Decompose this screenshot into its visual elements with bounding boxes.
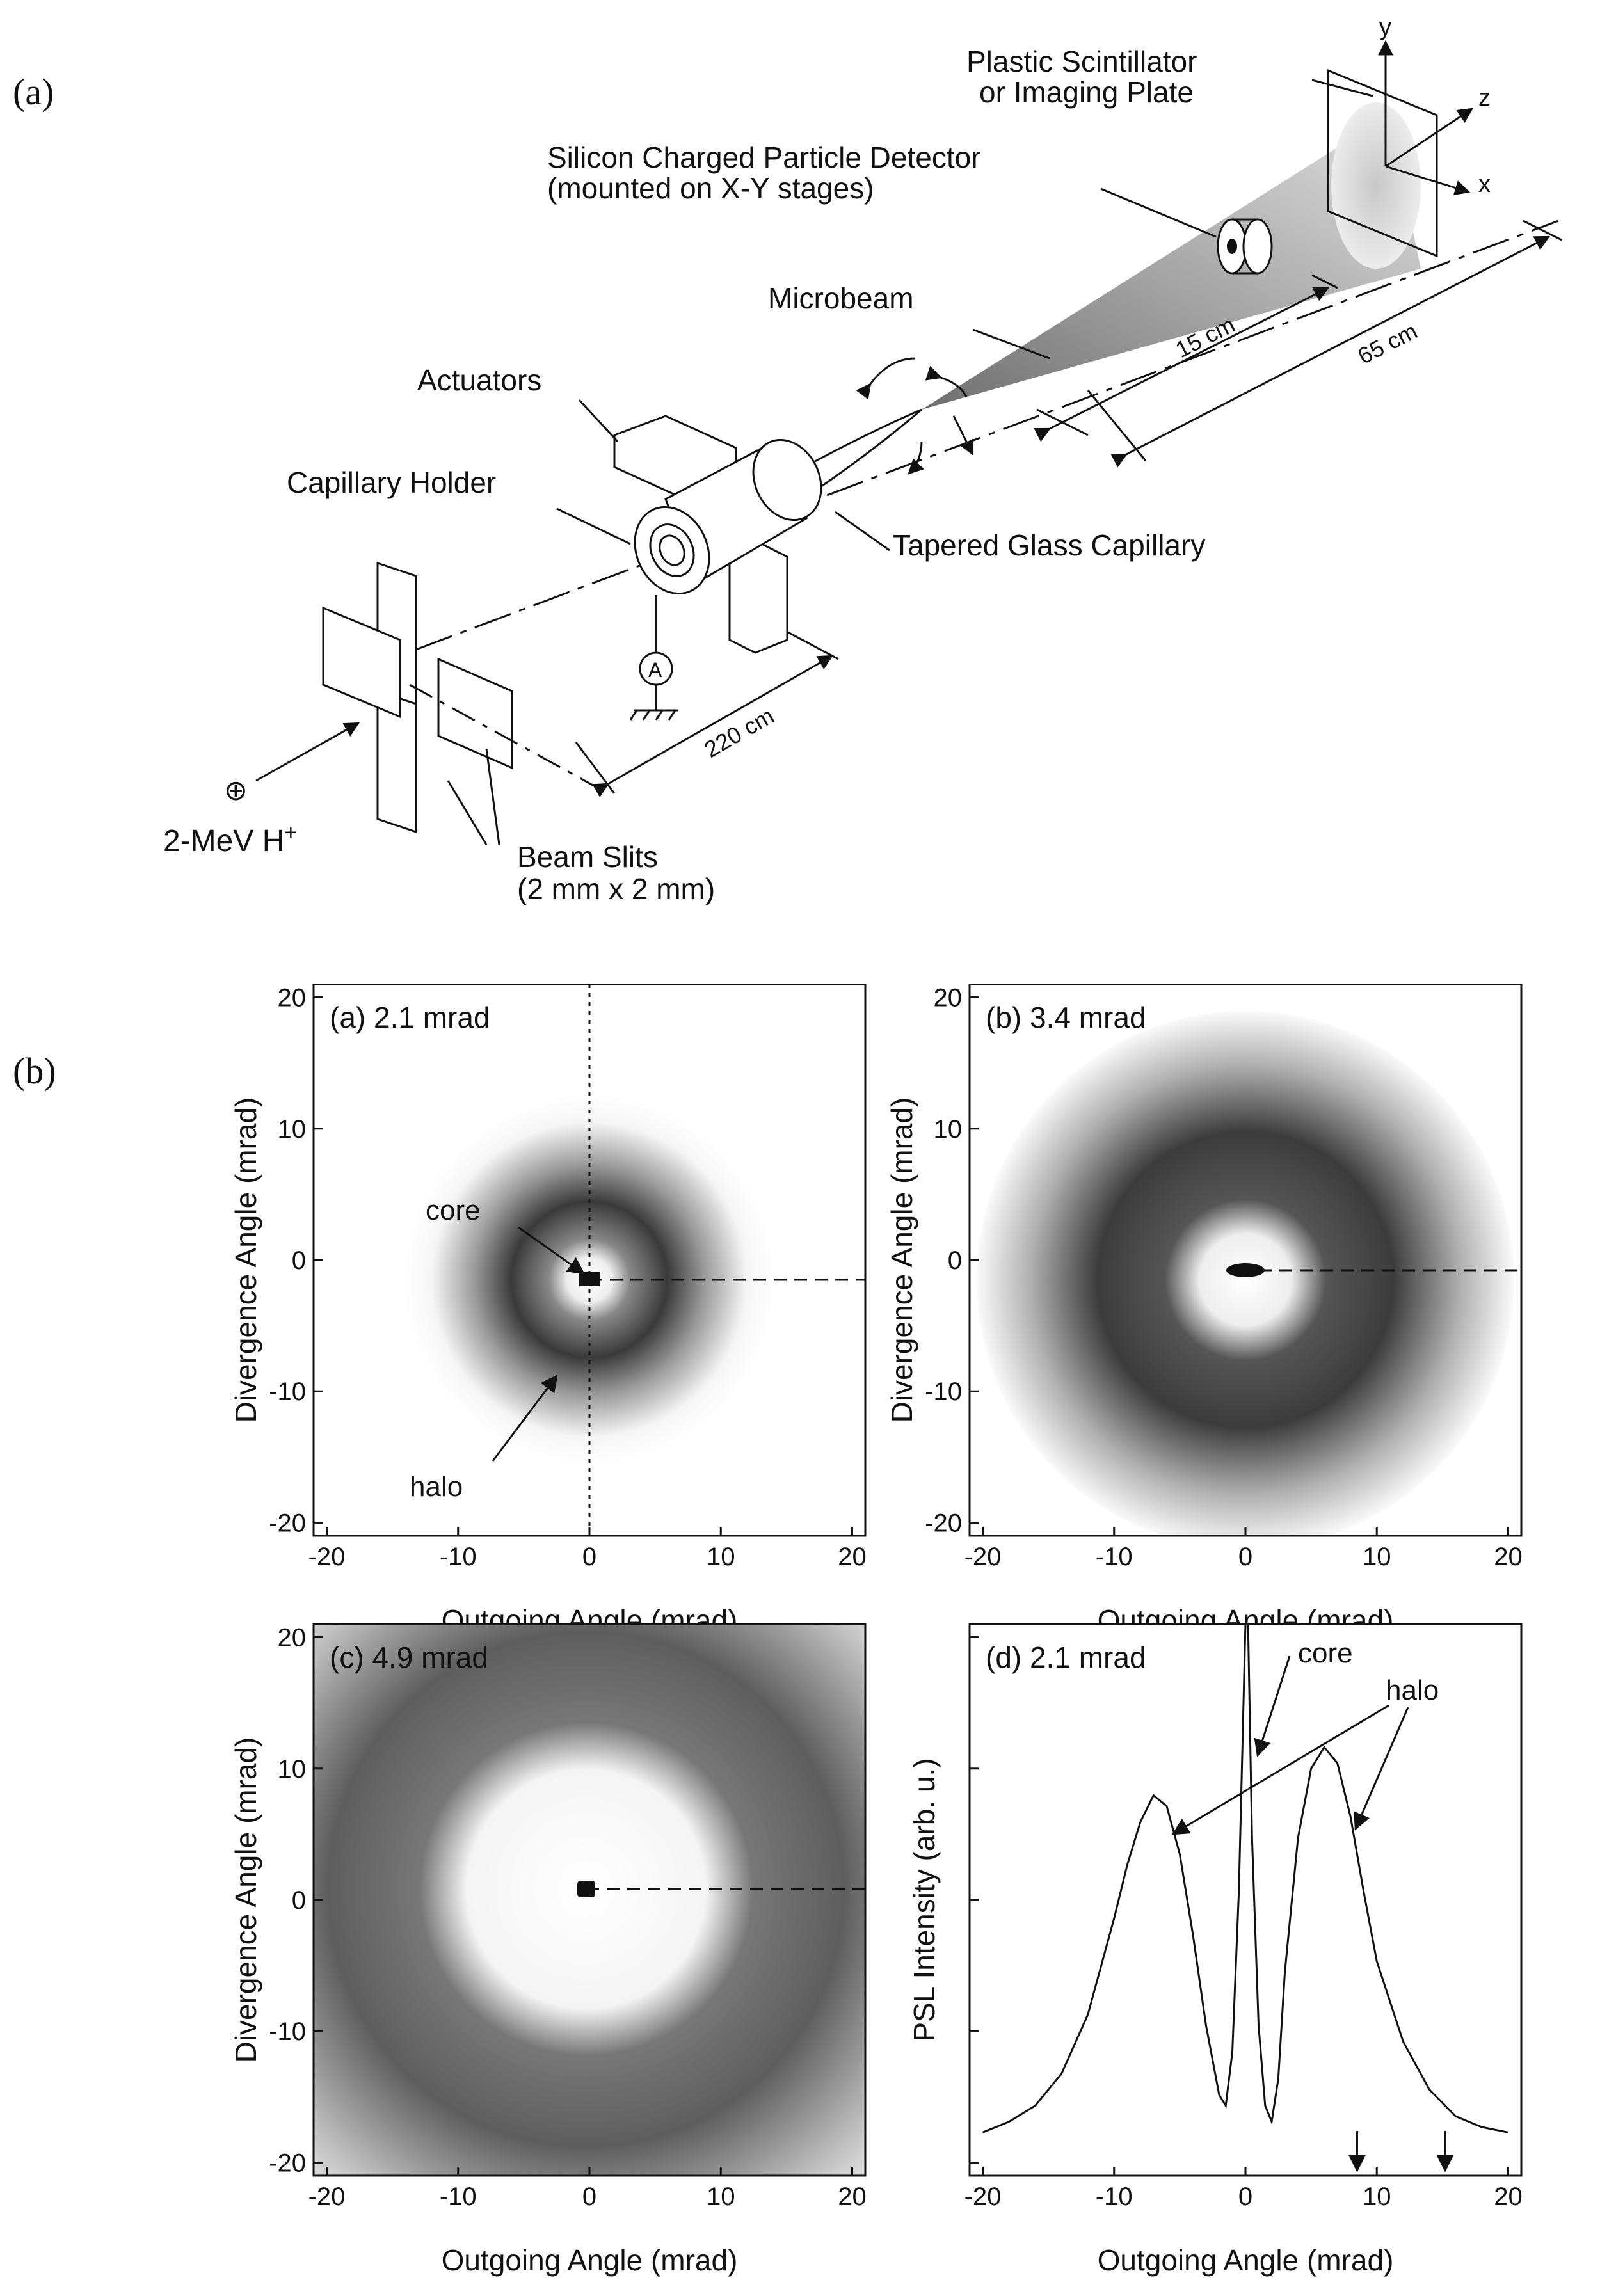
plus-symbol: ⊕ bbox=[224, 775, 248, 806]
x-tick-label-c: 0 bbox=[582, 2183, 596, 2211]
plot-a-ylabel: Divergence Angle (mrad) bbox=[229, 1097, 262, 1423]
x-tick-label-a: -20 bbox=[308, 1543, 346, 1571]
core-arrow-a bbox=[518, 1226, 586, 1275]
x-tick-label-b: 0 bbox=[1238, 1543, 1252, 1571]
x-tick-label-a: -10 bbox=[440, 1543, 477, 1571]
x-tick-label-d: 0 bbox=[1238, 2183, 1252, 2211]
x-tick-label-a: 10 bbox=[707, 1543, 735, 1571]
beam-label: 2-MeV H+ bbox=[163, 820, 297, 858]
x-tick-label-d: 10 bbox=[1363, 2183, 1391, 2211]
y-tick-label-a: 0 bbox=[292, 1247, 306, 1275]
y-tick-label-b: 20 bbox=[934, 984, 963, 1012]
ammeter-label: A bbox=[648, 658, 662, 682]
beam-slits bbox=[322, 561, 513, 834]
x-tick-label-b: 10 bbox=[1363, 1543, 1391, 1571]
plot-d-xlabel: Outgoing Angle (mrad) bbox=[1098, 2244, 1394, 2277]
plot-c-title: (c) 4.9 mrad bbox=[330, 1641, 488, 1674]
beam-spot bbox=[1331, 102, 1421, 269]
dimension-220cm: 220 cm bbox=[700, 702, 779, 763]
core-arrow-d bbox=[1254, 1655, 1291, 1757]
y-tick-label-b: 0 bbox=[948, 1247, 962, 1275]
beam-profile-plots: (a) 2.1 mrad core halo Outgoing Angle (m… bbox=[229, 984, 1523, 2277]
actuators-label: Actuators bbox=[417, 363, 541, 397]
halo-arrow-d-left bbox=[1171, 1704, 1389, 1835]
y-tick-label-a: -10 bbox=[269, 1378, 306, 1406]
x-tick-label-b: 20 bbox=[1494, 1543, 1523, 1571]
x-tick-label-c: -10 bbox=[440, 2183, 477, 2211]
core-label-a: core bbox=[426, 1195, 481, 1226]
x-tick-label-a: 0 bbox=[582, 1543, 596, 1571]
plot-d-title: (d) 2.1 mrad bbox=[986, 1641, 1146, 1674]
plot-d-ylabel: PSL Intensity (arb. u.) bbox=[908, 1758, 941, 2041]
tapered-capillary-label: Tapered Glass Capillary bbox=[893, 529, 1205, 562]
halo-label-d: halo bbox=[1386, 1675, 1439, 1706]
plot-a-2-1-mrad: (a) 2.1 mrad core halo Outgoing Angle (m… bbox=[229, 984, 867, 1637]
plot-a-title: (a) 2.1 mrad bbox=[330, 1001, 490, 1034]
y-tick-label-b: -20 bbox=[925, 1509, 962, 1537]
y-tick-label-a: 20 bbox=[278, 984, 307, 1012]
plot-c-ylabel: Divergence Angle (mrad) bbox=[229, 1737, 262, 2063]
x-tick-label-a: 20 bbox=[838, 1543, 867, 1571]
halo-arrow-a bbox=[492, 1374, 558, 1462]
scintillator-label-2: or Imaging Plate bbox=[979, 76, 1194, 109]
microbeam-label: Microbeam bbox=[768, 282, 914, 315]
panel-a-label: (a) bbox=[13, 71, 54, 113]
experimental-setup-diagram: y z x 15 cm 65 cm 220 cm bbox=[163, 14, 1562, 905]
axis-z-label: z bbox=[1478, 84, 1491, 111]
y-tick-label-b: -10 bbox=[925, 1378, 962, 1406]
plot-b-3-4-mrad: (b) 3.4 mrad Outgoing Angle (mrad) Diver… bbox=[885, 984, 1523, 1637]
axis-y-label: y bbox=[1379, 14, 1391, 41]
y-tick-label-c: 0 bbox=[292, 1886, 306, 1915]
halo-label-a: halo bbox=[410, 1471, 463, 1503]
x-tick-label-c: 20 bbox=[838, 2183, 867, 2211]
axis-x-label: x bbox=[1478, 171, 1491, 198]
detector-label-1: Silicon Charged Particle Detector bbox=[547, 141, 981, 174]
capillary-holder bbox=[634, 438, 822, 595]
slits-label-2: (2 mm x 2 mm) bbox=[517, 872, 715, 905]
ground-symbol bbox=[629, 685, 678, 721]
x-tick-label-d: -10 bbox=[1096, 2183, 1133, 2211]
scintillator-label-1: Plastic Scintillator bbox=[966, 45, 1197, 78]
x-tick-label-d: -20 bbox=[964, 2183, 1002, 2211]
x-tick-label-b: -20 bbox=[964, 1543, 1002, 1571]
plot-c-4-9-mrad: (c) 4.9 mrad Outgoing Angle (mrad) Diver… bbox=[229, 1623, 867, 2277]
slits-label-1: Beam Slits bbox=[517, 840, 658, 873]
halo-arrow-d-right bbox=[1354, 1707, 1409, 1831]
y-tick-label-a: -20 bbox=[269, 1509, 306, 1537]
actuator-arrows bbox=[856, 357, 974, 475]
plot-d-psl-profile: (d) 2.1 mrad core halo Outgoing Angle (m… bbox=[908, 1623, 1523, 2277]
x-tick-label-c: 10 bbox=[707, 2183, 735, 2211]
x-tick-label-d: 20 bbox=[1494, 2183, 1523, 2211]
y-tick-label-a: 10 bbox=[278, 1115, 307, 1144]
y-tick-label-c: -10 bbox=[269, 2018, 306, 2046]
incoming-beam-arrow bbox=[255, 722, 360, 782]
plot-b-ylabel: Divergence Angle (mrad) bbox=[885, 1097, 918, 1423]
plot-c-xlabel: Outgoing Angle (mrad) bbox=[442, 2244, 738, 2277]
panel-b-label: (b) bbox=[13, 1050, 56, 1092]
y-tick-label-c: 20 bbox=[278, 1624, 307, 1652]
x-tick-label-c: -20 bbox=[308, 2183, 346, 2211]
dimension-65cm: 65 cm bbox=[1354, 317, 1421, 369]
y-tick-label-b: 10 bbox=[934, 1115, 963, 1144]
detector-label-2: (mounted on X-Y stages) bbox=[547, 171, 874, 205]
core-label-d: core bbox=[1298, 1638, 1353, 1669]
x-tick-label-b: -10 bbox=[1096, 1543, 1133, 1571]
plot-b-title: (b) 3.4 mrad bbox=[986, 1001, 1146, 1034]
dimension-lines bbox=[575, 219, 1562, 798]
capillary-holder-label: Capillary Holder bbox=[287, 466, 496, 499]
y-tick-label-c: 10 bbox=[278, 1755, 307, 1783]
y-tick-label-c: -20 bbox=[269, 2149, 306, 2177]
beam-axis bbox=[415, 219, 1559, 651]
